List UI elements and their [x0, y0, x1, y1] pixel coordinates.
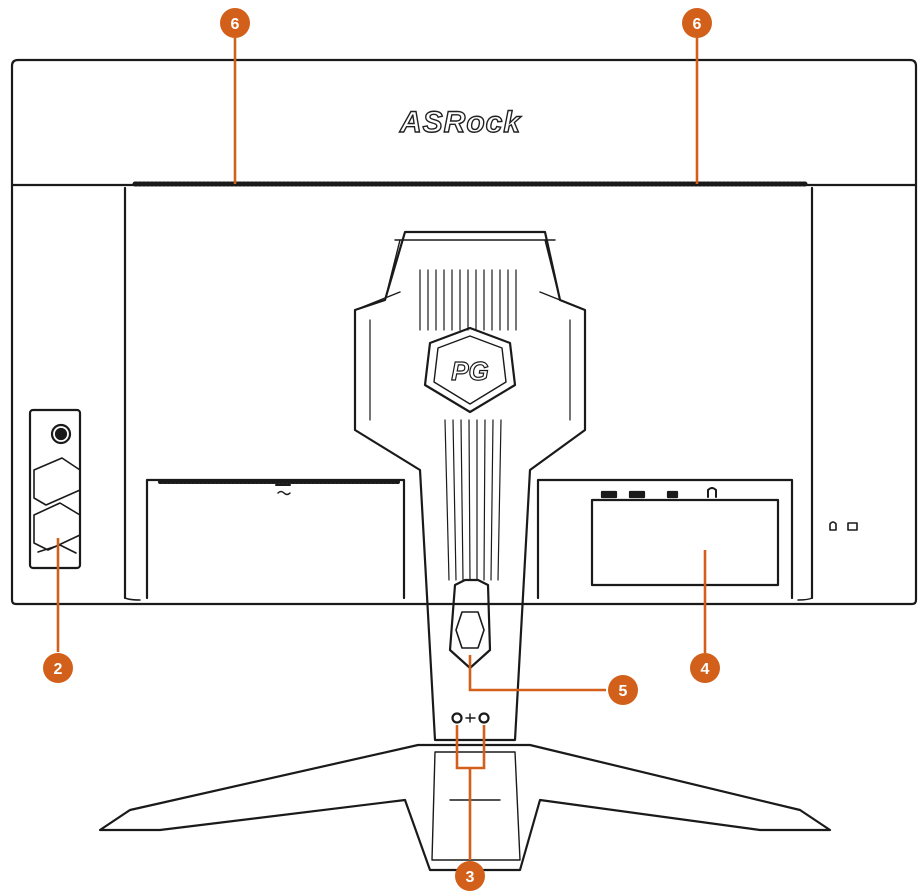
svg-text:2: 2: [54, 661, 63, 678]
joystick-knob: [50, 423, 72, 445]
callout-6-left: 6: [220, 8, 250, 38]
cable-clip: [448, 578, 492, 670]
inner-recess: [123, 186, 814, 600]
stand-port-left: [451, 712, 463, 724]
emblem-text: PG: [451, 356, 489, 386]
svg-text:6: 6: [231, 16, 240, 33]
callout-2: 2: [43, 653, 73, 683]
callout-4: 4: [690, 653, 720, 683]
callout-6-right: 6: [682, 8, 712, 38]
io-box-right: [536, 478, 794, 600]
stand-base: [98, 743, 832, 872]
pg-emblem: [423, 326, 517, 414]
callout-5: 5: [608, 675, 638, 705]
brand-logo: ASRock: [399, 106, 521, 139]
monitor-back-panel: [10, 58, 918, 606]
svg-text:3: 3: [466, 869, 475, 886]
io-box-left: [145, 478, 406, 600]
stand-port-right: [478, 712, 490, 724]
kensington-lock-icon: [829, 521, 837, 531]
callout-3: 3: [455, 861, 485, 891]
leader-bottom: [455, 725, 486, 860]
leader-center: [468, 655, 606, 692]
svg-text:5: 5: [619, 683, 628, 700]
svg-text:6: 6: [693, 16, 702, 33]
io-ports-area: [590, 498, 780, 587]
svg-text:4: 4: [701, 661, 710, 678]
